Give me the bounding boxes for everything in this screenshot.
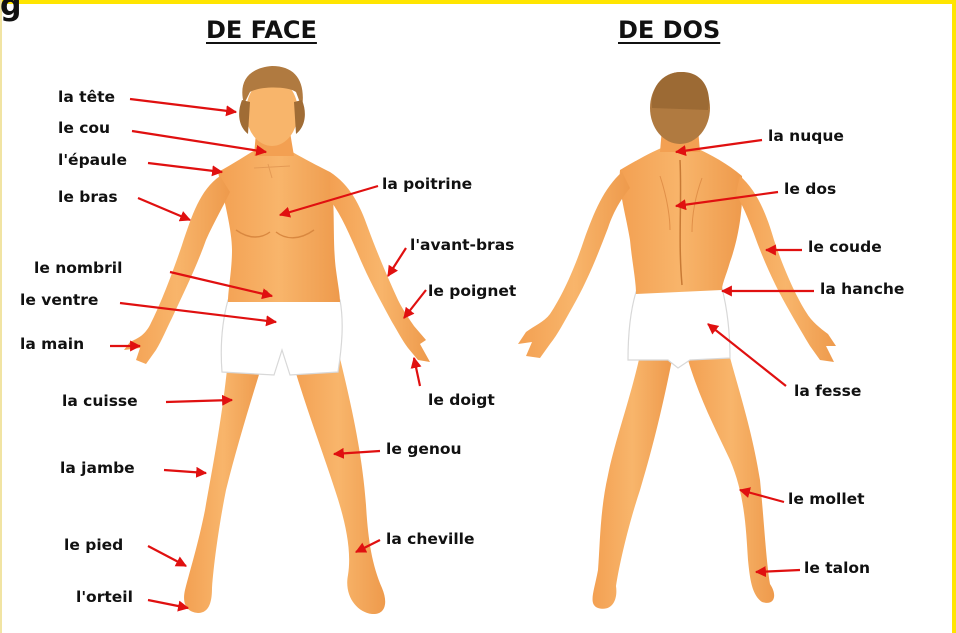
arrow-poignet — [404, 290, 426, 318]
label-dos: le dos — [784, 180, 836, 198]
label-main: la main — [20, 335, 84, 353]
label-poitrine: la poitrine — [382, 175, 472, 193]
front-arm-left — [330, 172, 430, 362]
label-orteil: l'orteil — [76, 588, 133, 606]
label-nombril: le nombril — [34, 259, 122, 277]
arrow-cou — [132, 131, 266, 152]
label-hanche: la hanche — [820, 280, 904, 298]
arrow-cuisse — [166, 400, 232, 402]
label-epaule: l'épaule — [58, 151, 127, 169]
label-cou: le cou — [58, 119, 110, 137]
label-jambe: la jambe — [60, 459, 135, 477]
label-tete: la tête — [58, 88, 115, 106]
label-cheville: la cheville — [386, 530, 474, 548]
back-arm-left — [518, 172, 630, 358]
label-ventre: le ventre — [20, 291, 98, 309]
label-poignet: le poignet — [428, 282, 516, 300]
label-fesse: la fesse — [794, 382, 861, 400]
back-leg-left — [593, 355, 672, 609]
back-arm-right — [736, 176, 836, 362]
label-bras: le bras — [58, 188, 118, 206]
label-mollet: le mollet — [788, 490, 865, 508]
arrow-bras — [138, 198, 190, 220]
arrow-doigt — [414, 358, 420, 386]
label-cuisse: la cuisse — [62, 392, 138, 410]
front-underwear — [221, 300, 342, 375]
front-arm-right — [124, 176, 230, 364]
front-title: DE FACE — [206, 16, 317, 44]
arrow-orteil — [148, 600, 188, 608]
label-pied: le pied — [64, 536, 123, 554]
label-talon: le talon — [804, 559, 870, 577]
arrow-tete — [130, 99, 236, 112]
back-leg-right — [688, 350, 774, 603]
back-title: DE DOS — [618, 16, 720, 44]
label-doigt: le doigt — [428, 391, 495, 409]
arrow-jambe — [164, 470, 206, 473]
front-torso — [218, 146, 340, 302]
label-nuque: la nuque — [768, 127, 844, 145]
arrow-pied — [148, 546, 186, 566]
label-coude: le coude — [808, 238, 882, 256]
label-avant-bras: l'avant-bras — [410, 236, 514, 254]
front-leg-right — [184, 360, 262, 613]
front-figure — [124, 66, 430, 614]
front-leg-left — [292, 350, 385, 614]
arrow-epaule — [148, 163, 222, 172]
label-genou: le genou — [386, 440, 462, 458]
arrow-avant-bras — [388, 248, 406, 276]
